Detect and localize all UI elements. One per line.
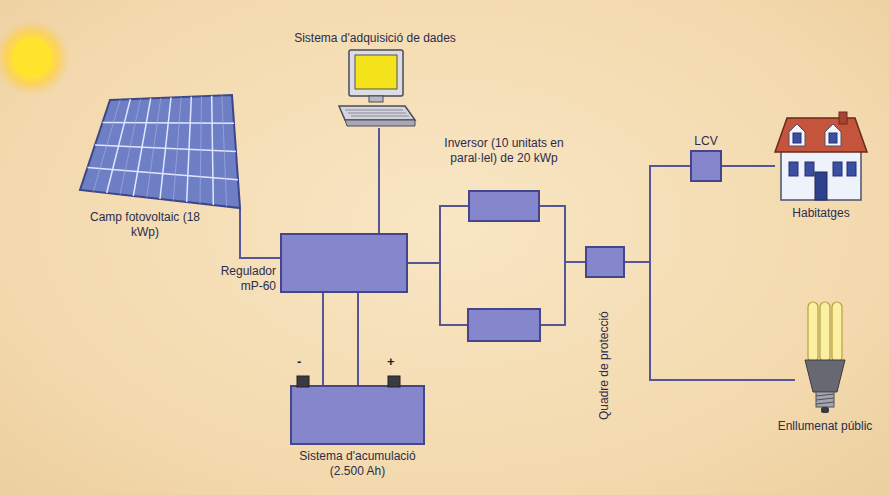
inverter-box: Inversor (10 unitats en paral·lel) de 20… [468, 190, 540, 222]
lcv-box: LCV [690, 150, 722, 182]
sun-symbol [0, 20, 70, 96]
battery-box-drawing [292, 387, 423, 443]
wire [240, 208, 280, 258]
house-icon-drawing [775, 112, 867, 200]
computer-icon-drawing [335, 50, 415, 128]
wire [625, 262, 795, 380]
terminal-sign: + [387, 355, 395, 369]
solar-panel-drawing [80, 95, 245, 208]
protection-box-drawing [587, 248, 623, 276]
street-lamp-icon-drawing [795, 300, 855, 415]
battery-box: Sistema d'acumulació (2.500 Ah)-+ [290, 385, 425, 445]
node-label: Inversor (10 unitats en paral·lel) de 20… [429, 136, 579, 166]
node-label: LCV [694, 134, 717, 149]
house-icon: Habitatges [775, 112, 867, 200]
regulator-box-drawing [282, 235, 406, 291]
battery-lead [322, 293, 324, 385]
terminal-sign: - [297, 355, 301, 369]
wire [540, 206, 585, 262]
node-label: Sistema d'acumulació (2.500 Ah) [283, 449, 433, 479]
node-label: Sistema d'adquisició de dades [294, 31, 456, 46]
wire [408, 206, 468, 263]
lcv-box-drawing [692, 152, 720, 180]
node-label: Habitatges [792, 206, 849, 221]
node-label: Quadre de protecció [597, 311, 612, 420]
node-label: Regulador mP-60 [196, 264, 276, 294]
computer-icon: Sistema d'adquisició de dades [335, 50, 415, 128]
street-lamp-icon: Enllumenat públic [795, 300, 855, 415]
node-label: Enllumenat públic [778, 419, 873, 434]
inverter-box-drawing [470, 192, 538, 220]
wire [357, 293, 359, 385]
wire [722, 165, 775, 167]
wire [625, 166, 690, 262]
regulator-box: Regulador mP-60 [280, 233, 408, 293]
inverter-box [468, 309, 540, 341]
protection-box: Quadre de protecció [585, 246, 625, 278]
wire [378, 128, 380, 233]
node-label: Camp fotovoltaic (18 kWp) [85, 210, 205, 240]
solar-panel: Camp fotovoltaic (18 kWp) [80, 95, 245, 208]
